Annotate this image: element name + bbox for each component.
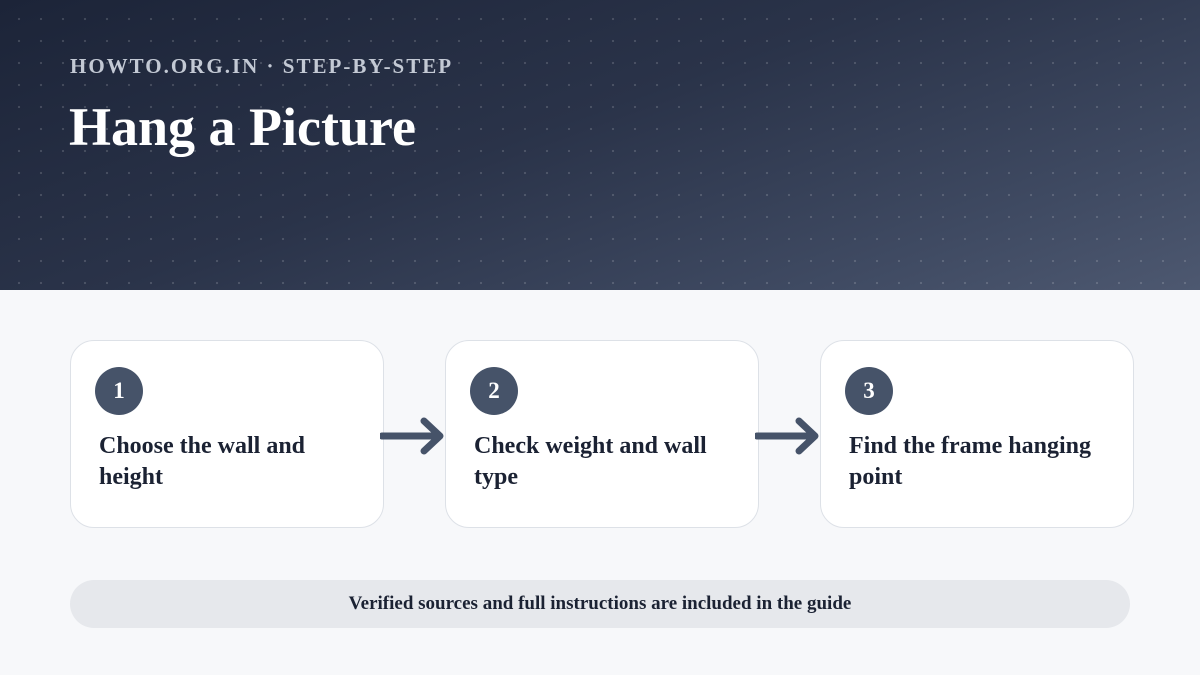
step-card-2: 2 Check weight and wall type [445, 340, 759, 528]
footer-note-bar: Verified sources and full instructions a… [70, 580, 1130, 628]
step-text: Choose the wall and height [99, 433, 306, 490]
step-card-3: 3 Find the frame hanging point [820, 340, 1134, 528]
hero-banner: HOWTO.ORG.IN · STEP-BY-STEP Hang a Pictu… [0, 0, 1200, 290]
step-card-1: 1 Choose the wall and height [70, 340, 384, 528]
footer-note: Verified sources and full instructions a… [348, 593, 852, 614]
steps-row: 1 Choose the wall and height 2 Check wei… [70, 340, 1136, 530]
step-number-badge: 3 [845, 367, 893, 415]
dot-pattern [0, 0, 1200, 290]
right-arrow-icon [380, 417, 444, 455]
step-text: Find the frame hanging point [849, 433, 1092, 490]
page-title: Hang a Picture [69, 97, 416, 157]
step-number-badge: 1 [95, 367, 143, 415]
right-arrow-icon [755, 417, 819, 455]
step-number-badge: 2 [470, 367, 518, 415]
site-kicker: HOWTO.ORG.IN · STEP-BY-STEP [70, 54, 454, 78]
step-text: Check weight and wall type [474, 433, 707, 490]
